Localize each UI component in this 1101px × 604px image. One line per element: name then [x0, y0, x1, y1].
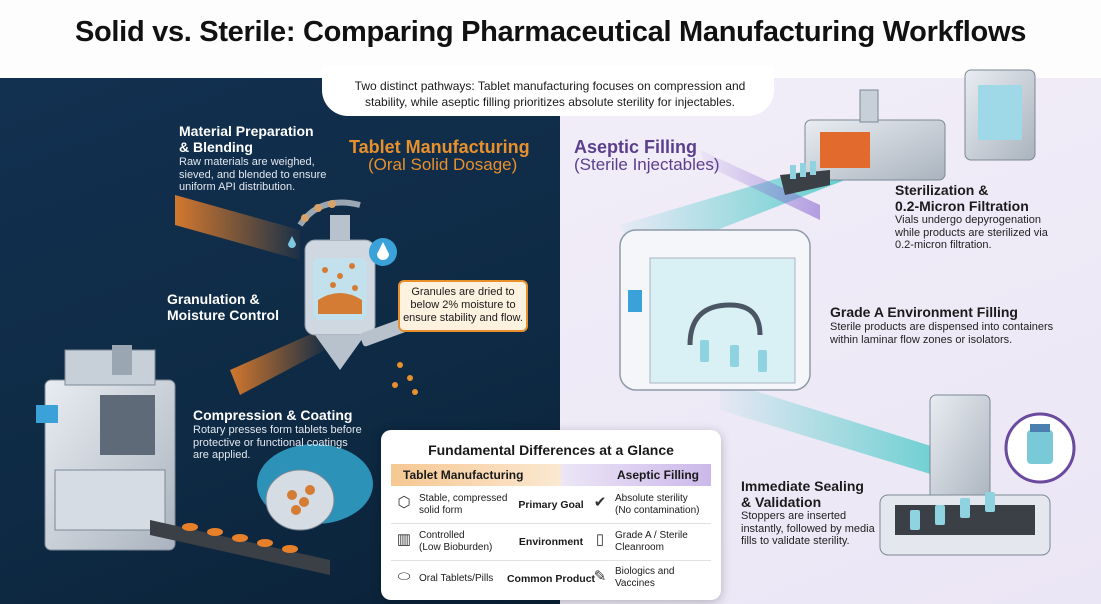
aseptic-section-title: Aseptic Filling — [574, 137, 698, 157]
comparison-row2-tablet: Controlled(Low Bioburden) — [419, 530, 493, 553]
comparison-divider — [391, 560, 711, 561]
comparison-row3-tablet: Oral Tablets/Pills — [419, 573, 494, 584]
header-bar — [0, 0, 1101, 78]
syringe-icon: ✎ — [593, 568, 607, 585]
comparison-row2-label: Environment — [518, 536, 584, 548]
capping-machine-illustration — [879, 394, 1076, 556]
comparison-col-tablet: Tablet Manufacturing — [391, 464, 561, 486]
beam-blending — [175, 195, 300, 260]
pill-bottle-icon: ⬭ — [397, 568, 411, 585]
step-granulation-heading: Granulation &Moisture Control — [167, 291, 279, 323]
comparison-card: Fundamental Differences at a Glance Tabl… — [381, 430, 721, 600]
beam-purple — [700, 150, 820, 220]
granulator-illustration — [288, 199, 418, 395]
step-blending-desc: Raw materials are weighed,sieved, and bl… — [179, 156, 327, 193]
check-shield-icon: ✔ — [593, 494, 607, 511]
comparison-row3-label: Common Product — [506, 573, 596, 585]
sterilization-tunnel-illustration — [780, 69, 1036, 195]
beam-compression — [230, 330, 325, 395]
comparison-divider — [391, 523, 711, 524]
tablet-press-illustration — [36, 345, 176, 551]
step-sealing-heading: Immediate Sealing& Validation — [741, 478, 864, 510]
comparison-row1-aseptic: Absolute sterility(No contamination) — [615, 493, 700, 516]
coating-drum-illustration — [150, 444, 373, 575]
tablet-section-title: Tablet Manufacturing — [349, 137, 530, 157]
aseptic-section-subtitle: (Sterile Injectables) — [574, 155, 720, 174]
tablet-section-subtitle: (Oral Solid Dosage) — [368, 155, 518, 174]
beam-sealing — [720, 380, 960, 480]
comparison-col-aseptic: Aseptic Filling — [561, 464, 711, 486]
comparison-row1-label: Primary Goal — [518, 499, 584, 511]
page-subtitle: Two distinct pathways: Tablet manufactur… — [354, 79, 746, 109]
factory-icon: ▥ — [396, 531, 412, 548]
step-filtration-heading: Sterilization &0.2-Micron Filtration — [895, 182, 1029, 214]
step-compression-heading: Compression & Coating — [193, 407, 353, 423]
isolator-illustration — [619, 229, 811, 391]
step-filling-heading: Grade A Environment Filling — [830, 304, 1018, 320]
step-blending-heading: Material Preparation& Blending — [179, 123, 314, 155]
cube-icon: ⬡ — [397, 494, 411, 511]
step-filling-desc: Sterile products are dispensed into cont… — [830, 321, 1054, 346]
subtitle-box — [322, 66, 774, 116]
comparison-title: Fundamental Differences at a Glance — [428, 442, 674, 458]
door-icon: ▯ — [595, 531, 605, 548]
page-title: Solid vs. Sterile: Comparing Pharmaceuti… — [74, 16, 1027, 48]
